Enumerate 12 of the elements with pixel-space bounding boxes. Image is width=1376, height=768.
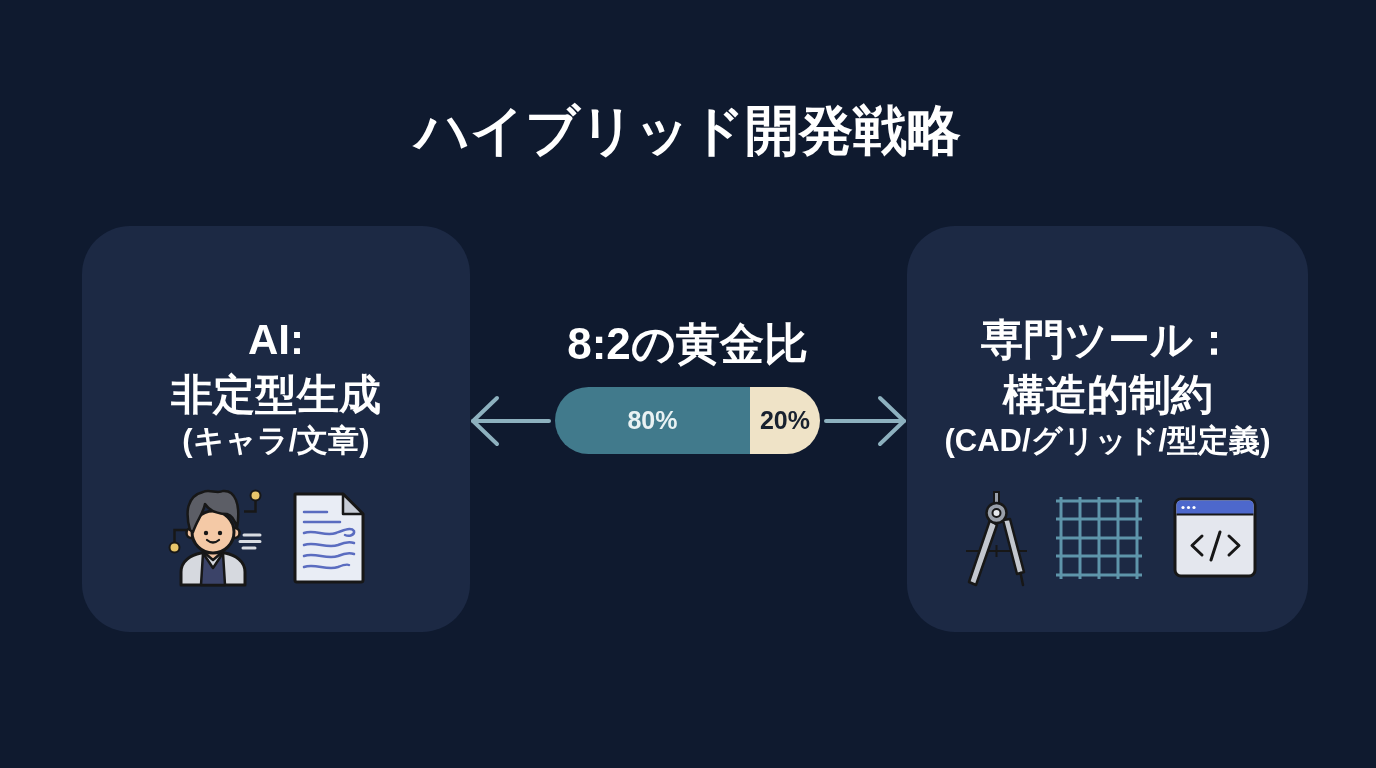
arrow bbox=[471, 396, 551, 446]
ratio-heading: 8:2の黄金比 bbox=[567, 318, 808, 370]
panel-heading: AI: 非定型生成 bbox=[170, 315, 382, 420]
ratio-bar-segment: 80% bbox=[555, 387, 750, 454]
panel-subtitle: (キャラ/文章) bbox=[182, 423, 370, 459]
panel-heading: 専門ツール：構造的制約 bbox=[979, 315, 1236, 420]
panel-subtitle: (CAD/グリッド/型定義) bbox=[944, 423, 1271, 459]
diagram-title: ハイブリッド開発戦略 bbox=[415, 100, 961, 160]
arrow bbox=[824, 396, 906, 446]
ratio-bar-segment: 20% bbox=[750, 387, 820, 454]
rounded-panel bbox=[82, 226, 470, 632]
rounded-panel bbox=[907, 226, 1308, 632]
